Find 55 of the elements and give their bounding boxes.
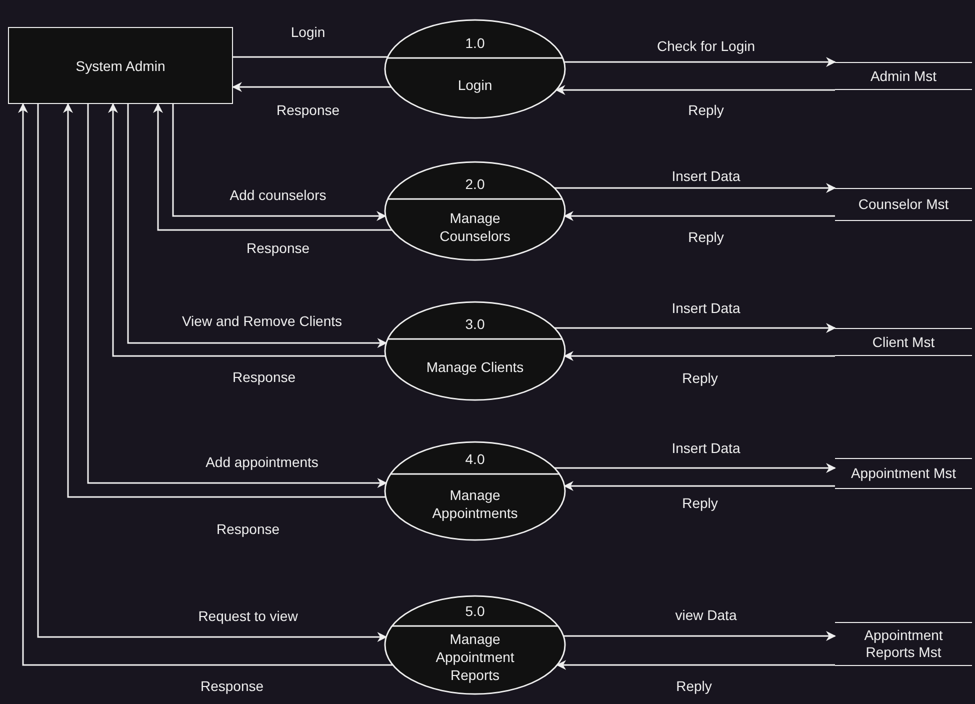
edge-label: Response: [200, 678, 264, 694]
edge-label: Request to view: [198, 608, 298, 624]
arrow: [555, 85, 835, 95]
edge-label: Add appointments: [206, 454, 318, 470]
edge-label: Insert Data: [672, 300, 740, 316]
arrow: [172, 104, 386, 221]
process-name: Manage Counselors: [438, 208, 512, 244]
arrow: [563, 631, 836, 641]
data-store: [835, 62, 972, 90]
edge-label: Response: [216, 521, 280, 537]
arrow: [564, 57, 836, 67]
process-number: 3.0: [464, 315, 486, 333]
process-name: Manage Appointments: [431, 486, 519, 522]
arrow: [232, 82, 392, 92]
edge-label: Login: [290, 24, 326, 40]
arrow: [554, 183, 836, 193]
edge-label: Add counselors: [230, 187, 326, 203]
edge-label: Reply: [676, 678, 712, 694]
edge-label: Reply: [682, 495, 718, 511]
entity-name: System Admin: [76, 58, 166, 74]
process-number: 5.0: [464, 602, 486, 620]
store-name: Admin Mst: [869, 68, 938, 84]
store-name: Appointment Mst: [850, 465, 958, 482]
data-store: [835, 622, 972, 666]
process-number: 2.0: [464, 175, 486, 193]
store-name: Appointment Reports Mst: [863, 627, 944, 661]
edge-label: Reply: [688, 229, 724, 245]
store-name: Client Mst: [871, 334, 936, 350]
arrow: [554, 323, 836, 333]
process-number: 4.0: [464, 450, 486, 468]
edge-label: Response: [276, 102, 340, 118]
process-name: Manage Appointment Reports: [434, 630, 516, 684]
edge-label: Reply: [688, 102, 724, 118]
data-store: [835, 328, 972, 356]
data-store: [835, 188, 972, 221]
process-name: Login: [456, 76, 494, 94]
external-entity-box: [8, 27, 233, 104]
process-name: Manage Clients: [425, 358, 525, 376]
arrow: [564, 211, 835, 221]
store-name: Counselor Mst: [857, 196, 950, 213]
arrow: [554, 463, 836, 473]
data-store: [835, 458, 972, 489]
edge-label: Response: [246, 240, 310, 256]
arrow: [153, 103, 392, 231]
arrow: [564, 481, 835, 491]
edge-label: Response: [232, 369, 296, 385]
edge-label: Insert Data: [672, 168, 740, 184]
arrow: [564, 351, 835, 361]
edge-label: Insert Data: [672, 440, 740, 456]
arrow: [556, 660, 835, 670]
edge-label: Reply: [682, 370, 718, 386]
process-number: 1.0: [464, 34, 486, 52]
edge-label: Check for Login: [656, 38, 756, 54]
edge-label: view Data: [675, 607, 737, 623]
edge-label: View and Remove Clients: [182, 313, 342, 329]
